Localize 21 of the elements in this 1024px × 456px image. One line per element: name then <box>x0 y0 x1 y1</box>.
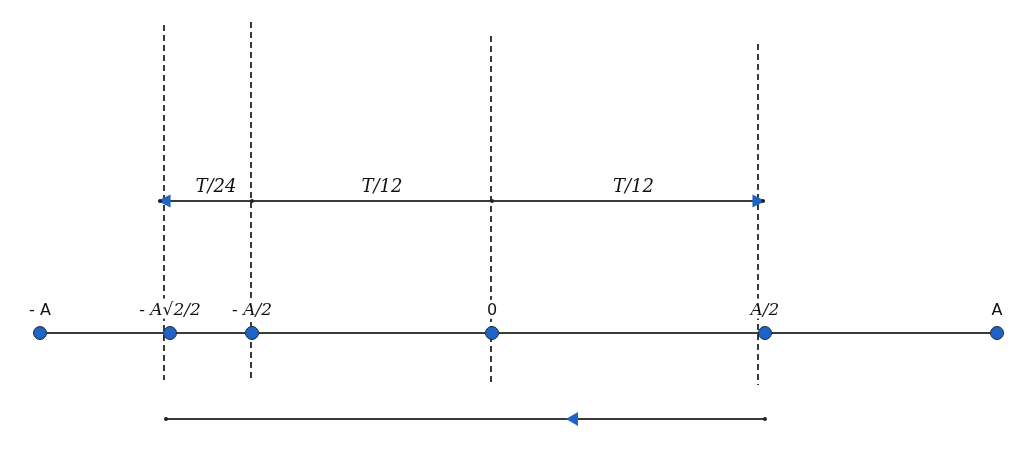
point-marker <box>245 326 259 340</box>
point-label: - A√2/2 <box>137 298 203 319</box>
line-segment <box>47 331 163 335</box>
line-end-dot <box>158 199 162 203</box>
point-marker <box>485 326 499 340</box>
line-segment <box>499 331 758 335</box>
line-end-dot <box>761 199 765 203</box>
point-marker <box>33 326 47 340</box>
line-end-dot <box>250 199 254 203</box>
line-segment <box>772 331 990 335</box>
point-marker <box>163 326 177 340</box>
edge-label: T/12 <box>611 175 656 197</box>
line-segment <box>259 331 485 335</box>
edge-label: T/12 <box>359 175 405 197</box>
point-marker <box>990 326 1004 340</box>
point-label: A/2 <box>748 298 782 319</box>
point-marker <box>758 326 772 340</box>
line-segment <box>252 199 492 203</box>
line-segment <box>177 331 245 335</box>
edge-label: T/24 <box>193 175 239 197</box>
line-end-dot <box>490 199 494 203</box>
